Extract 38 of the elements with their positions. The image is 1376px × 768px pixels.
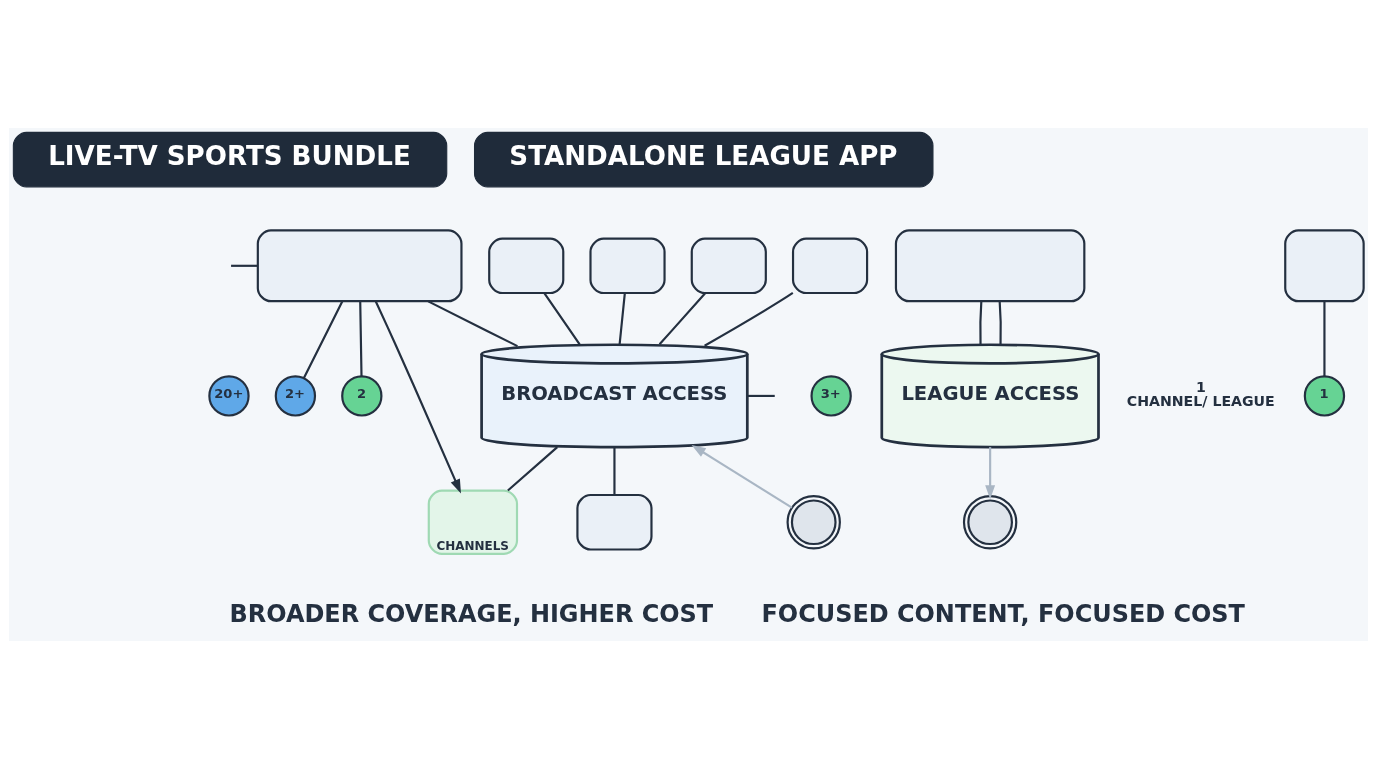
connector <box>506 445 558 491</box>
node-picture <box>786 494 841 549</box>
connector <box>998 300 1002 344</box>
arrow <box>984 446 995 499</box>
node-box <box>894 228 1085 302</box>
connector <box>358 301 363 376</box>
connector <box>658 291 706 345</box>
connector <box>978 300 982 344</box>
connector <box>747 394 775 397</box>
node-box <box>791 237 868 294</box>
connector <box>302 300 343 379</box>
node-box: STANDALONE LEAGUE APP <box>473 131 933 187</box>
label: FOCUSED CONTENT, FOCUSED COST <box>760 599 1245 628</box>
node-box: CHANNELS <box>427 489 518 555</box>
arrow <box>374 300 461 493</box>
connector <box>703 291 793 347</box>
node-circle: 2 <box>340 374 382 417</box>
node-picture <box>962 494 1017 549</box>
node-circle: 1 <box>1303 374 1345 417</box>
connector <box>230 264 258 267</box>
node-circle: 20+ <box>207 374 250 417</box>
node-box: LIVE-TV SPORTS BUNDLE <box>12 131 447 187</box>
node-box <box>487 237 564 294</box>
node-box <box>575 493 653 551</box>
connector <box>427 299 518 347</box>
node-box <box>1283 228 1365 302</box>
connector <box>542 291 581 345</box>
node-circle: 2+ <box>274 374 316 417</box>
connector <box>618 292 626 344</box>
connector <box>1322 301 1326 376</box>
label: BROADER COVERAGE, HIGHER COST <box>229 599 713 628</box>
arrow <box>691 444 792 508</box>
connector <box>612 446 616 495</box>
node-box <box>256 228 463 302</box>
node-label: 1 CHANNEL/ LEAGUE <box>1126 378 1275 409</box>
node-box <box>588 237 666 294</box>
node-circle: 3+ <box>809 374 852 417</box>
node-box <box>690 237 767 294</box>
